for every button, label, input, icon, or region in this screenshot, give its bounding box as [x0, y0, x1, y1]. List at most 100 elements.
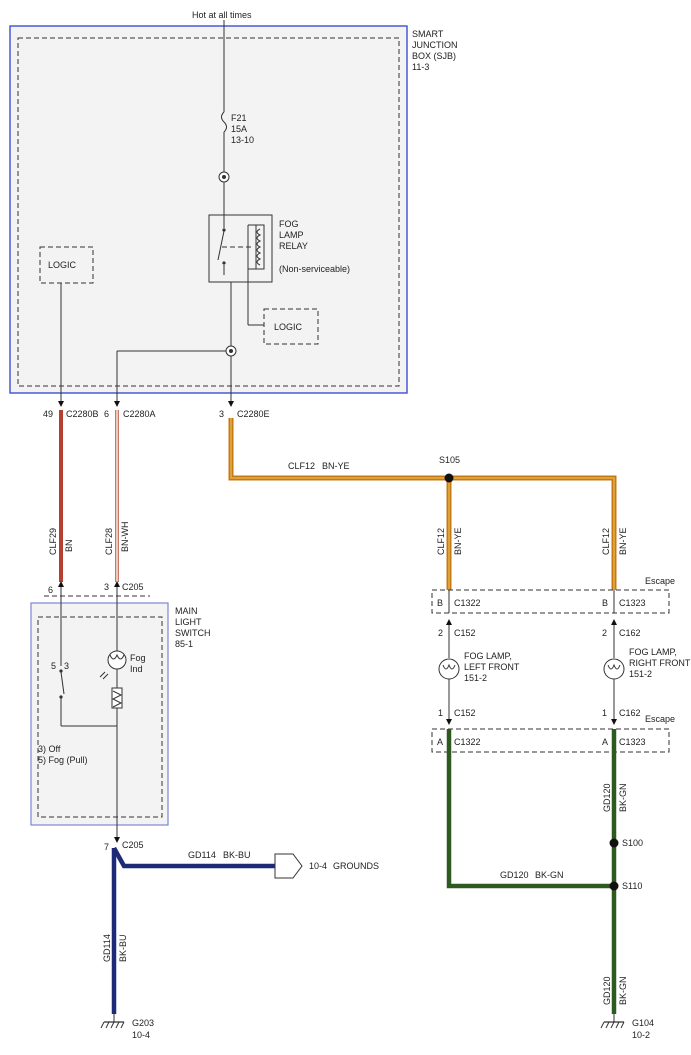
s110-label: S110 — [622, 881, 642, 891]
sjb-label-1: SMART — [412, 29, 444, 39]
gd120-r1-label: GD120 — [602, 783, 612, 812]
c2280a-pin: 6 — [104, 409, 109, 419]
fuse-label-2: 15A — [231, 124, 247, 134]
sjb-label-2: JUNCTION — [412, 40, 458, 50]
fog-ind-label-2: Ind — [130, 664, 143, 674]
c2280e-label: C2280E — [237, 409, 270, 419]
clf28-label: CLF28 — [104, 528, 114, 555]
c205-top-pin-b: 3 — [104, 582, 109, 592]
switch-label-3: SWITCH — [175, 628, 211, 638]
gd120-r1-color: BK-GN — [618, 783, 628, 812]
c205-top-pin-a: 6 — [48, 585, 53, 595]
escape-bot-label: Escape — [645, 714, 675, 724]
gd120-r2-label: GD120 — [602, 976, 612, 1005]
clf12-h-label: CLF12 — [288, 461, 315, 471]
main-light-switch-box — [30, 602, 169, 826]
gd114-h-color: BK-BU — [223, 850, 251, 860]
lamp-left-2: LEFT FRONT — [464, 662, 520, 672]
switch-pos-5: 5 — [51, 661, 56, 671]
wire-gd114-horizontal — [112, 846, 275, 869]
escape-connector-top — [431, 589, 670, 614]
c162-bot-label: C162 — [619, 708, 641, 718]
gd114-v-label: GD114 — [102, 934, 112, 962]
c2280e-pin: 3 — [219, 409, 224, 419]
logic-box-right — [263, 308, 319, 345]
lamp-left-1: FOG LAMP, — [464, 651, 512, 661]
switch-option-1: 3) Off — [38, 744, 61, 754]
lamp-right-3: 151-2 — [629, 669, 652, 679]
c1322-bot-label: C1322 — [454, 737, 481, 747]
fog-indicator-lamp — [107, 650, 127, 670]
c205-bot-pin: 7 — [104, 842, 109, 852]
clf28-color: BN-WH — [120, 522, 130, 553]
c162-top-label: C162 — [619, 628, 641, 638]
c1323-top-pin: B — [602, 598, 608, 608]
splice-s100 — [609, 838, 619, 848]
fuse-label-3: 13-10 — [231, 135, 254, 145]
fog-lamp-right — [603, 658, 625, 680]
clf12-l-label: CLF12 — [436, 528, 446, 555]
hot-at-all-times: Hot at all times — [192, 10, 252, 20]
sjb-label-4: 11-3 — [412, 62, 429, 72]
c2280b-pin: 49 — [43, 409, 53, 419]
s105-label: S105 — [439, 455, 460, 465]
clf12-r-color: BN-YE — [618, 527, 628, 555]
g203-label: G203 — [132, 1018, 154, 1028]
c152-top-pin: 2 — [438, 628, 443, 638]
clf12-r-label: CLF12 — [601, 528, 611, 555]
c152-bot-pin: 1 — [438, 708, 443, 718]
wire-gd120-left — [446, 729, 614, 889]
grounds-ref: 10-4 — [309, 861, 327, 871]
logic-box-left — [39, 246, 94, 284]
c205-top-label: C205 — [122, 582, 144, 592]
grounds-label: GROUNDS — [333, 861, 379, 871]
switch-pos-3: 3 — [64, 661, 69, 671]
sjb-label-3: BOX (SJB) — [412, 51, 456, 61]
grounds-ref-arrow — [274, 853, 303, 879]
gd120-h-color: BK-GN — [535, 870, 564, 880]
clf29-color: BN — [64, 539, 74, 552]
clf29-label: CLF29 — [48, 528, 58, 555]
c1322-bot-pin: A — [437, 737, 443, 747]
switch-label-1: MAIN — [175, 606, 198, 616]
fog-lamp-left — [438, 658, 460, 680]
c162-bot-pin: 1 — [602, 708, 607, 718]
logic-label-right: LOGIC — [274, 322, 303, 332]
lamp-left-3: 151-2 — [464, 673, 487, 683]
s100-label: S100 — [622, 838, 643, 848]
fog-lamp-relay — [208, 214, 273, 283]
switch-label-4: 85-1 — [175, 639, 193, 649]
c205-bot-label: C205 — [122, 840, 144, 850]
escape-top-label: Escape — [645, 576, 675, 586]
c152-top-label: C152 — [454, 628, 476, 638]
wire-clf12-main — [228, 418, 617, 590]
c2280a-label: C2280A — [123, 409, 156, 419]
sjb-inner-dash — [17, 37, 400, 387]
c152-bot-label: C152 — [454, 708, 476, 718]
splice-s105 — [444, 473, 454, 483]
switch-label-2: LIGHT — [175, 617, 202, 627]
c1322-top-pin: B — [437, 598, 443, 608]
g104-ref: 10-2 — [632, 1030, 650, 1040]
c1323-top-label: C1323 — [619, 598, 646, 608]
switch-option-2: 5) Fog (Pull) — [38, 755, 88, 765]
escape-connector-bottom — [431, 728, 670, 753]
g104-label: G104 — [632, 1018, 654, 1028]
clf12-l-color: BN-YE — [453, 527, 463, 555]
splice-s110 — [609, 881, 619, 891]
c1323-bot-label: C1323 — [619, 737, 646, 747]
relay-label-1: FOG — [279, 219, 299, 229]
sjb-box — [9, 25, 408, 394]
gd114-v-color: BK-BU — [118, 934, 128, 962]
lamp-right-2: RIGHT FRONT — [629, 658, 691, 668]
fog-ind-label-1: Fog — [130, 653, 146, 663]
g203-ref: 10-4 — [132, 1030, 150, 1040]
c2280b-label: C2280B — [66, 409, 99, 419]
relay-label-3: RELAY — [279, 241, 308, 251]
gd114-h-label: GD114 — [188, 850, 216, 860]
c1322-top-label: C1322 — [454, 598, 481, 608]
fuse-f21-symbol — [221, 111, 227, 133]
c1323-bot-pin: A — [602, 737, 608, 747]
clf12-h-color: BN-YE — [322, 461, 350, 471]
